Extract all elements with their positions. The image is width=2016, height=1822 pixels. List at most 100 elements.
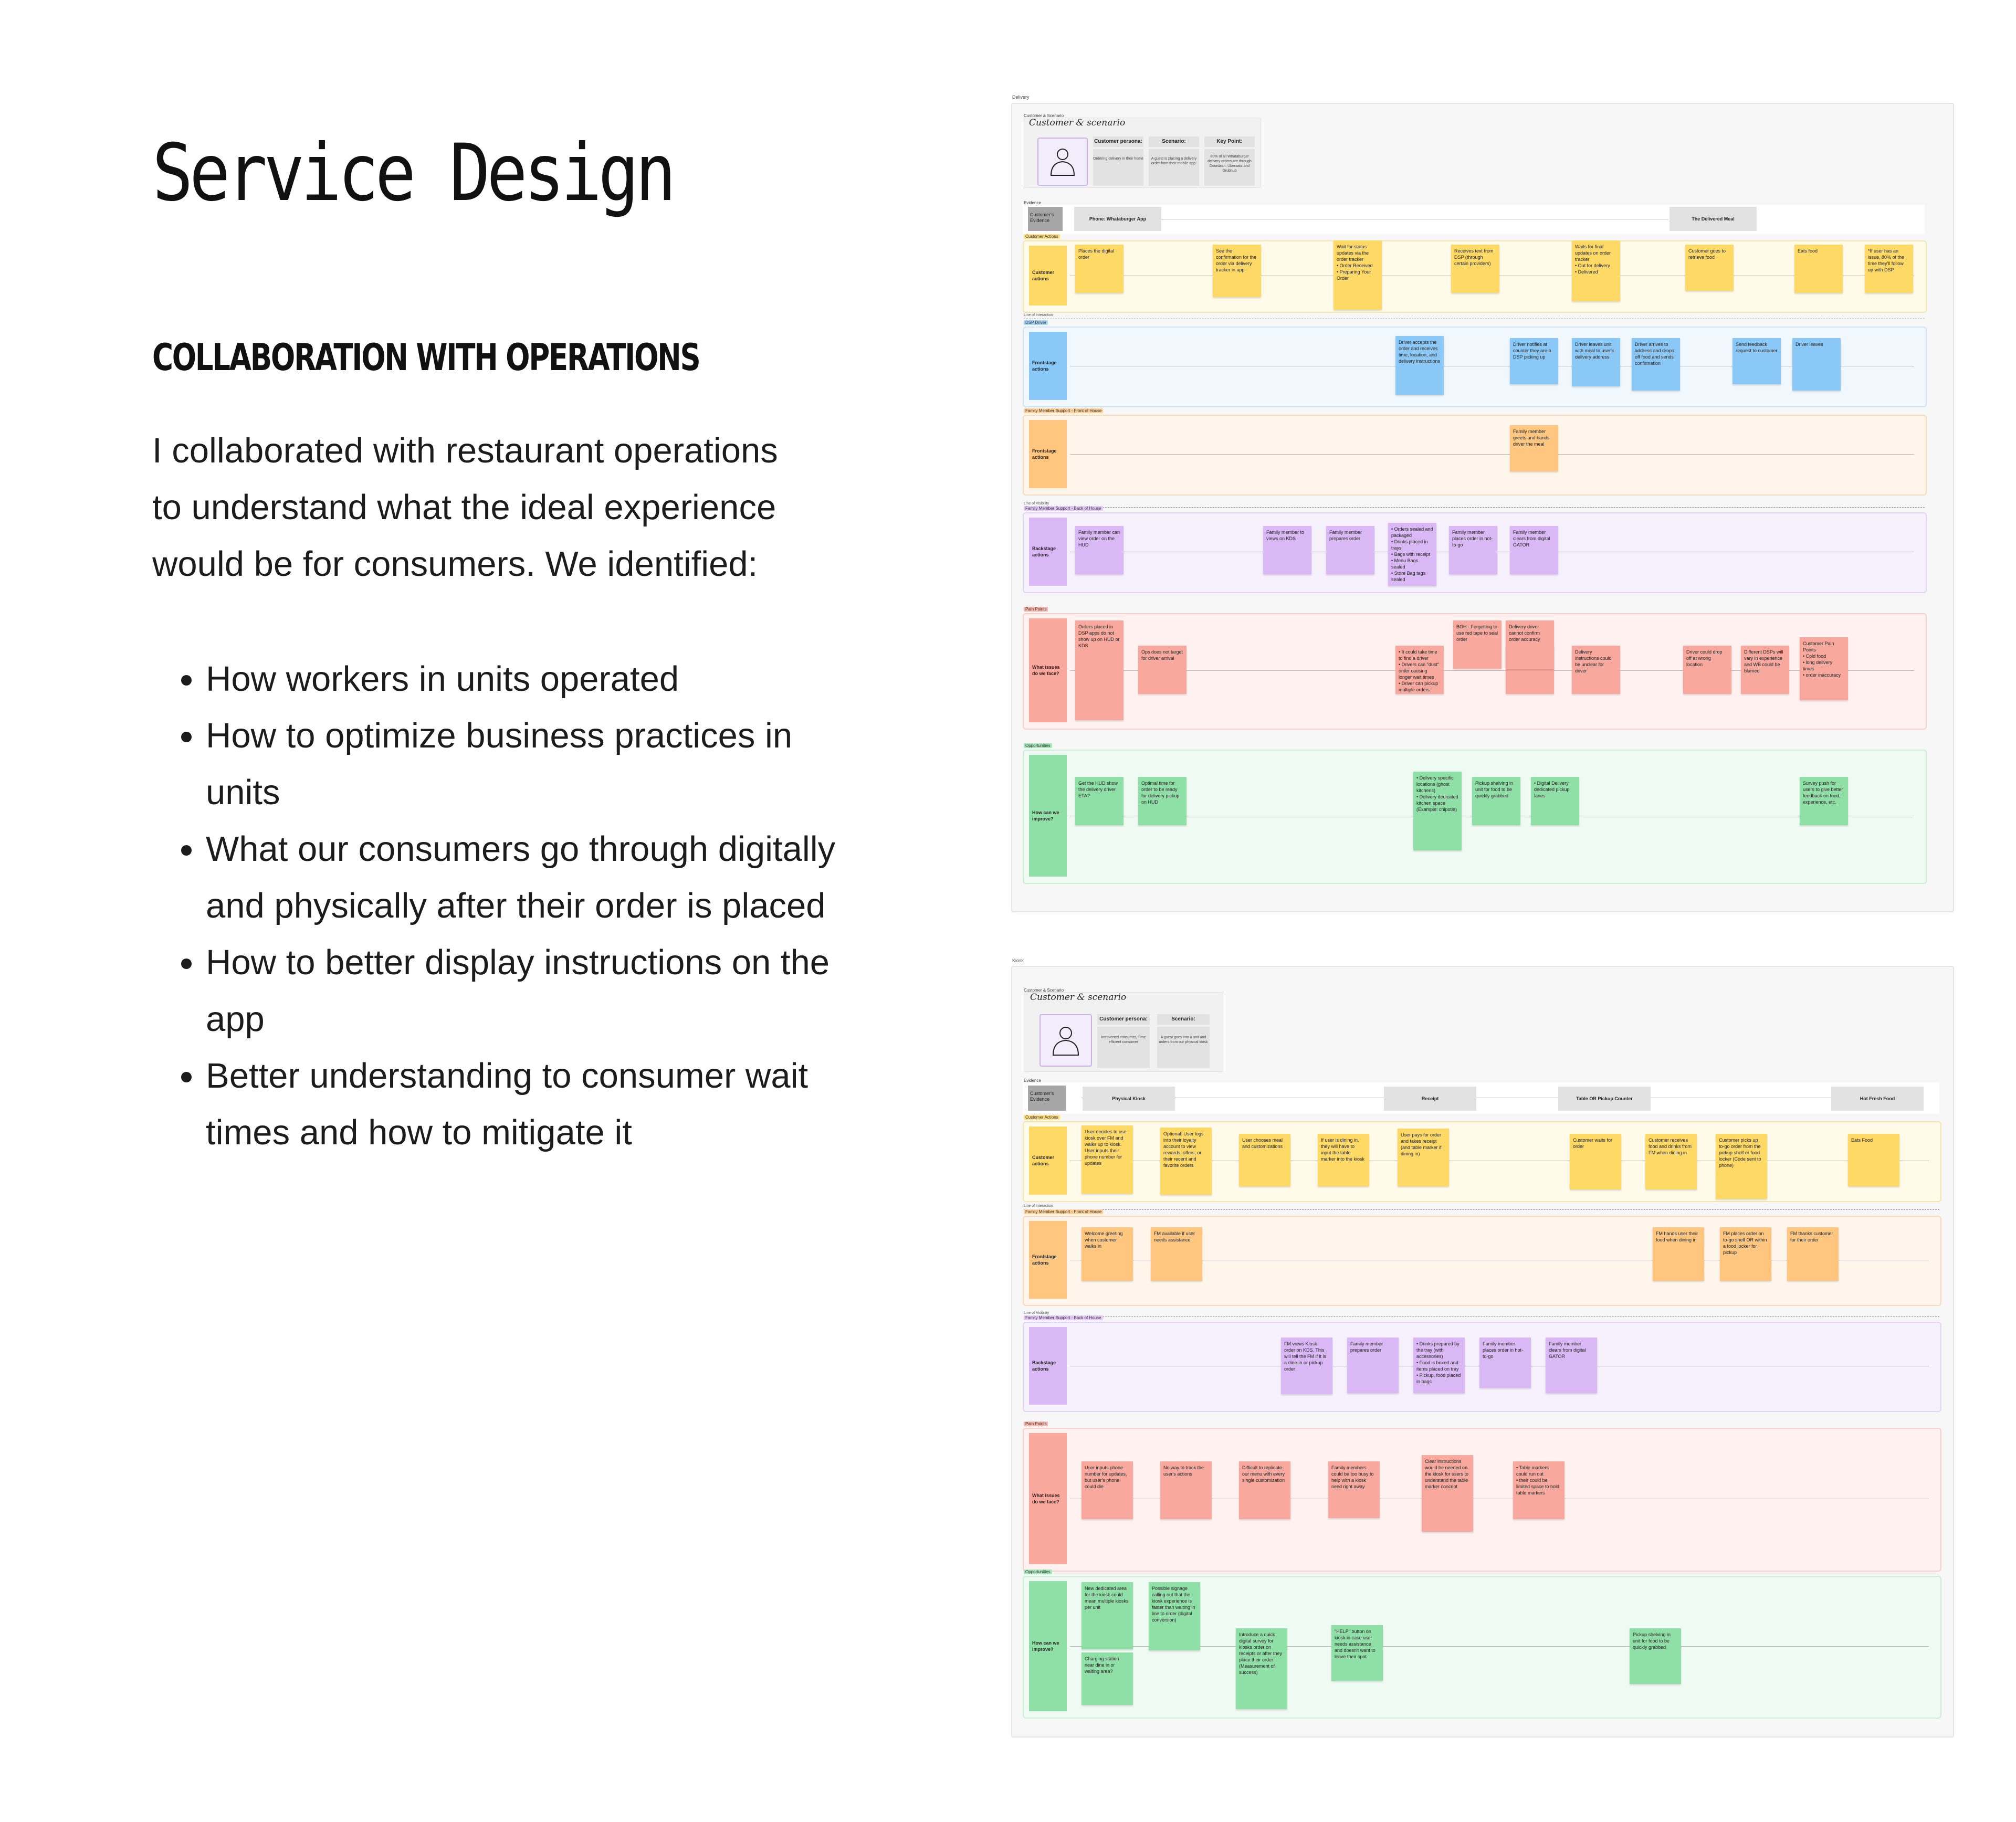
sticky-note: Driver notifies at counter they are a DS…	[1510, 338, 1558, 384]
sticky-note: Delivery instructions could be unclear f…	[1572, 646, 1620, 694]
sticky-note: Different DSPs will vary in experience a…	[1741, 646, 1789, 694]
flow-line	[1070, 670, 1914, 671]
column-header: Key Point:	[1204, 136, 1255, 147]
column-text: Ordering delivery in their home	[1093, 149, 1143, 186]
person-icon	[1040, 1014, 1092, 1067]
sticky-note: FM hands user their food when dining in	[1653, 1227, 1704, 1281]
section-subtitle: COLLABORATION WITH OPERATIONS	[152, 336, 701, 379]
line-of-visibility	[1024, 507, 1925, 508]
column-text: A guest is placing a delivery order from…	[1149, 149, 1199, 186]
lane-tag: Customer Actions	[1024, 234, 1060, 239]
swimlane	[1023, 415, 1927, 496]
sticky-note: Driver leaves unit with meal to user's d…	[1572, 338, 1620, 386]
customer-scenario-heading: Customer & scenario	[1029, 118, 1126, 128]
sticky-note: No way to track the user's actions	[1160, 1461, 1212, 1519]
sticky-note: Driver leaves	[1792, 338, 1841, 391]
column-text: Introverted consumer, Time efficient con…	[1097, 1027, 1150, 1068]
sticky-note: Family member places order in hot-to-go	[1479, 1337, 1531, 1388]
sticky-note: Possible signage calling out that the ki…	[1149, 1582, 1200, 1650]
column-text: 80% of all Whataburger delivery orders a…	[1204, 149, 1255, 186]
sticky-note: Family member clears from digital GATOR	[1546, 1337, 1597, 1393]
evidence-card: Physical Kiosk	[1083, 1087, 1175, 1111]
sticky-note: Customer Pain Points • Cold food • long …	[1800, 637, 1848, 700]
line-of-visibility-label: Line of Visibility	[1024, 1311, 1049, 1315]
findings-list: How workers in units operated How to opt…	[152, 651, 867, 1161]
list-item: How to better display instructions on th…	[206, 934, 867, 1048]
evidence-card: Table OR Pickup Counter	[1558, 1087, 1651, 1111]
evidence-card: Hot Fresh Food	[1831, 1087, 1924, 1111]
sticky-note: Delivery driver cannot confirm order acc…	[1506, 620, 1554, 669]
list-item: How to optimize business practices in un…	[206, 708, 867, 821]
lane-tag: Family Member Support - Front of House	[1024, 1209, 1104, 1214]
lane-label: Backstage actions	[1029, 518, 1067, 586]
lane-label: How can we improve?	[1029, 755, 1067, 877]
list-item: Better understanding to consumer wait ti…	[206, 1048, 867, 1161]
evidence-tag: Evidence	[1024, 201, 1041, 205]
sticky-note: See the confirmation for the order via d…	[1213, 245, 1261, 297]
sticky-note: Places the digital order	[1075, 245, 1124, 293]
lane-label: How can we improve?	[1029, 1581, 1067, 1711]
evidence-label: Customer's Evidence	[1028, 1086, 1066, 1111]
column-header: Customer persona:	[1097, 1014, 1150, 1025]
sticky-note: Family member prepares order	[1326, 526, 1374, 574]
lane-label: Frontstage actions	[1029, 420, 1067, 488]
board-label: Delivery	[1012, 94, 1030, 100]
person-icon	[1037, 138, 1088, 186]
column-text: A guest goes into a unit and orders from…	[1157, 1027, 1210, 1068]
lane-label: What issues do we face?	[1029, 1433, 1067, 1564]
sticky-note: "HELP" button on kiosk in case user need…	[1331, 1625, 1383, 1681]
sticky-note: Customer goes to retrieve food	[1685, 245, 1734, 291]
lane-label: Frontstage actions	[1029, 1221, 1067, 1299]
sticky-note: Customer waits for order	[1570, 1134, 1621, 1189]
evidence-card: The Delivered Meal	[1670, 207, 1757, 231]
sticky-note: • Orders sealed and packaged • Drinks pl…	[1388, 523, 1436, 586]
column-header: Customer persona:	[1093, 136, 1143, 147]
sticky-note: • Delivery specific locations (ghost kit…	[1413, 772, 1462, 850]
sticky-note: FM views Kiosk order on KDS. This will t…	[1281, 1337, 1332, 1394]
sticky-note: Family member clears from digital GATOR	[1510, 526, 1558, 574]
sticky-note: Welcome greeting when customer walks in	[1082, 1227, 1133, 1281]
evidence-card: Receipt	[1384, 1087, 1476, 1111]
line-of-visibility-label: Line of Visibility	[1024, 502, 1049, 505]
sticky-note: If user is dining in, they will have to …	[1318, 1134, 1369, 1186]
sticky-note: User inputs phone number for updates, bu…	[1082, 1461, 1133, 1519]
evidence-lane	[1023, 1082, 1939, 1114]
sticky-note: Family member to views on KDS	[1263, 526, 1311, 574]
sticky-note: User decides to use kiosk over FM and wa…	[1082, 1125, 1133, 1194]
sticky-note: Pickup shelving in unit for food to be q…	[1472, 777, 1520, 825]
sticky-note: Family member greets and hands driver th…	[1510, 425, 1558, 471]
sticky-note: Customer picks up to-go order from the p…	[1716, 1134, 1767, 1199]
sticky-note: User pays for order and takes receipt (a…	[1398, 1129, 1449, 1186]
sticky-note: Optimal time for order to be ready for d…	[1138, 777, 1186, 825]
sticky-note: Get the HUD show the delivery driver ETA…	[1075, 777, 1124, 825]
swimlane	[1023, 327, 1927, 407]
sticky-note: Wait for status updates via the order tr…	[1334, 240, 1382, 310]
lane-label: What issues do we face?	[1029, 618, 1067, 722]
sticky-note: • It could take time to find a driver • …	[1395, 646, 1444, 694]
line-of-interaction	[1024, 1209, 1939, 1210]
lane-tag: Family Member Support - Back of House	[1024, 1315, 1103, 1320]
sticky-note: Charging station near dine in or waiting…	[1082, 1652, 1133, 1705]
sticky-note: Driver accepts the order and receives ti…	[1395, 336, 1444, 395]
sticky-note: Introduce a quick digital survey for kio…	[1236, 1628, 1287, 1709]
flow-line	[1070, 1646, 1929, 1647]
sticky-note: BOH - Forgetting to use red tape to seal…	[1453, 620, 1502, 669]
sticky-note: Orders placed in DSP apps do not show up…	[1075, 620, 1124, 720]
lane-tag: DSP Driver	[1024, 320, 1048, 325]
lane-tag: Opportunities	[1024, 1570, 1052, 1574]
lane-label: Customer actions	[1029, 1126, 1067, 1195]
lane-label: Customer actions	[1029, 246, 1067, 306]
sticky-note: Family member places order in hot-to-go	[1449, 526, 1497, 574]
customer-scenario-heading: Customer & scenario	[1030, 992, 1127, 1003]
sticky-note: Eats food	[1794, 245, 1843, 293]
flow-line	[1070, 454, 1914, 455]
evidence-tag: Evidence	[1024, 1078, 1041, 1083]
sticky-note: Waits for final updates on order tracker…	[1572, 240, 1620, 301]
lane-tag: Pain Points	[1024, 607, 1048, 612]
sticky-note: • Digital Delivery dedicated pickup lane…	[1531, 777, 1579, 825]
customer-scenario-tag: Customer & Scenario	[1024, 113, 1064, 118]
line-of-interaction-label: Line of Interaction	[1024, 313, 1053, 317]
lane-tag: Family Member Support - Front of House	[1024, 408, 1104, 413]
column-header: Scenario:	[1149, 136, 1199, 147]
list-item: What our consumers go through digitally …	[206, 821, 867, 934]
